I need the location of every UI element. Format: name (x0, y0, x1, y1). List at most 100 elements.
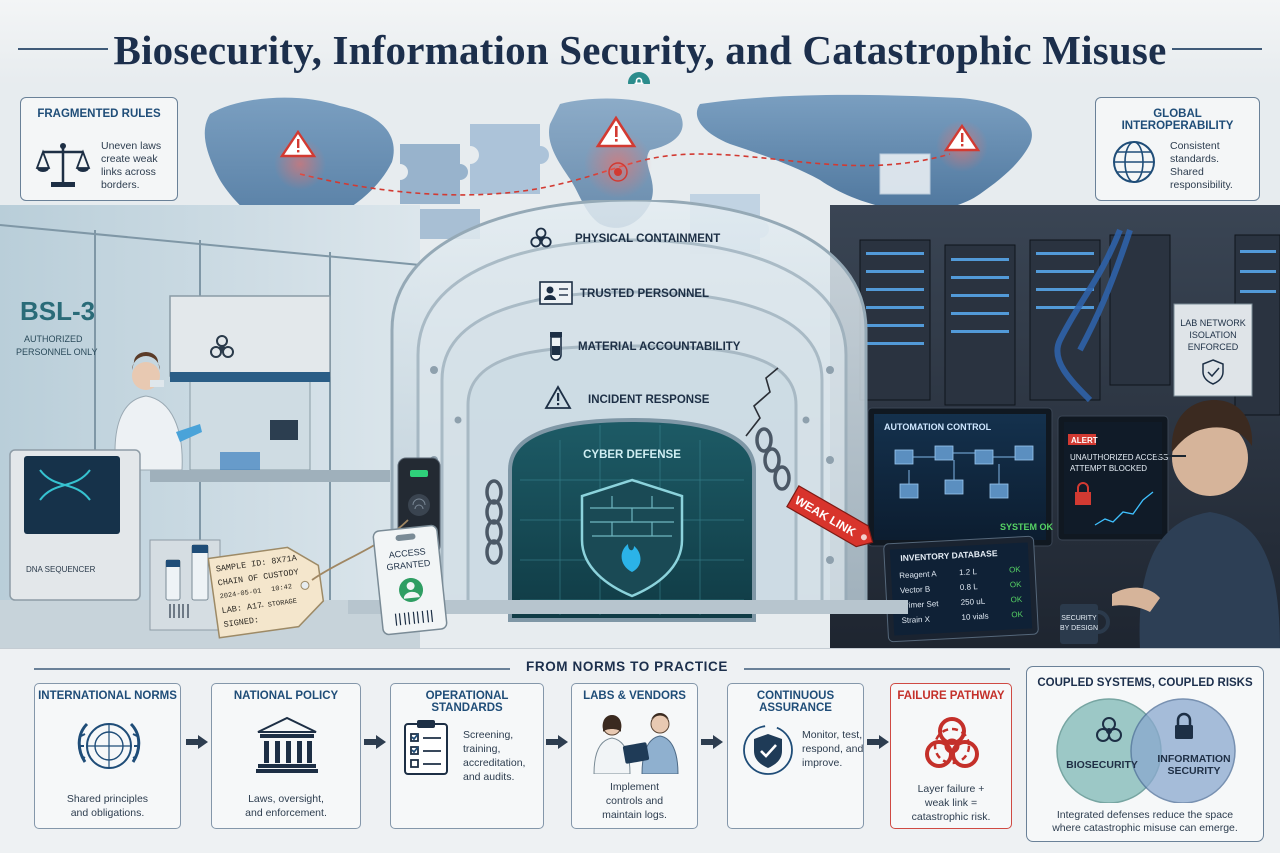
venn-right-label: SECURITY (1167, 765, 1221, 777)
arrow-right-icon (364, 735, 386, 749)
stage-text-line: Shared principles (66, 793, 149, 805)
stage-heading: Continuous Assurance (756, 690, 835, 714)
mug-line: SECURITY (1061, 615, 1097, 622)
inventory-status: OK (1011, 610, 1024, 620)
security-scene: BSL-3 AUTHORIZED PERSONNEL ONLY DNA SEQU… (0, 200, 1280, 650)
scales-icon (35, 143, 91, 187)
inventory-item: Strain X (901, 615, 931, 626)
layer-label: Incident Response (588, 394, 710, 406)
sequencer-label: DNA SEQUENCER (26, 565, 96, 574)
bsl-sub-line: AUTHORIZED (24, 334, 83, 344)
stage-text-line: Laws, oversight, (248, 793, 324, 805)
callout-text-line: borders. (101, 179, 140, 191)
venn-left-label: BIOSECURITY (1066, 759, 1138, 771)
warning-icon (595, 115, 637, 182)
callout-text-line: links across (101, 166, 156, 178)
stage-text-line: Monitor, test, (802, 729, 863, 741)
callout-text-line: responsibility. (1170, 179, 1233, 191)
arrow-right-icon (546, 735, 568, 749)
norms-heading: From Norms to Practice (526, 659, 728, 674)
warning-icon (943, 123, 981, 152)
custody-tag: SAMPLE ID: 8X71A CHAIN OF CUSTODY 2024-0… (207, 546, 325, 639)
venn-diagram (1056, 698, 1236, 803)
inventory-item: Primer Set (901, 599, 940, 610)
stage-international-norms: International Norms Shared principles an… (34, 683, 181, 829)
inventory-status: OK (1010, 595, 1023, 605)
stage-heading: International Norms (38, 690, 177, 702)
biohazard-icon (1096, 717, 1122, 742)
callout-text-line: Uneven laws (101, 140, 162, 152)
un-emblem-icon (77, 722, 141, 769)
automation-title: AUTOMATION CONTROL (884, 422, 992, 432)
stage-text-line: and enforcement. (245, 807, 327, 819)
stage-heading: National Policy (233, 690, 339, 702)
callout-text-line: create weak (101, 153, 158, 165)
server-sign-line: ENFORCED (1188, 342, 1239, 352)
stage-national-policy: National Policy Laws, oversight, and enf… (211, 683, 361, 829)
layer-label: Cyber Defense (583, 449, 681, 461)
callout-fragmented-rules: Fragmented Rules Uneven laws create weak… (20, 97, 178, 201)
inventory-qty: 1.2 L (959, 567, 978, 577)
stage-text-line: controls and (605, 795, 664, 807)
inventory-status: OK (1009, 565, 1022, 575)
layer-label: Physical Containment (575, 233, 720, 245)
stage-heading: Labs & Vendors (583, 690, 686, 702)
coupled-heading: Coupled Systems, Coupled Risks (1037, 677, 1253, 689)
heading-rule-right (744, 668, 1010, 670)
stage-text-line: and obligations. (70, 807, 145, 819)
researchers-icon (593, 713, 679, 774)
stage-continuous-assurance: Continuous Assurance Monitor, test, resp… (727, 683, 864, 829)
warning-icon (544, 385, 572, 409)
stage-text-line: maintain logs. (602, 809, 667, 821)
id-badge-icon (539, 281, 573, 305)
inventory-qty: 250 uL (960, 597, 985, 607)
alert-badge: ALERT (1071, 436, 1098, 445)
mug-line: BY DESIGN (1060, 625, 1098, 632)
checklist-icon (404, 720, 448, 775)
inventory-item: Vector B (900, 585, 931, 596)
custody-time: 10:42 (271, 583, 293, 594)
venn-right-label: INFORMATION (1157, 753, 1231, 765)
stage-text-line: respond, and (802, 743, 864, 755)
lock-icon (1075, 482, 1091, 505)
callout-heading: Fragmented Rules (37, 108, 161, 120)
access-line: ACCESS (388, 546, 426, 560)
stage-text-line: Screening, training, (463, 729, 514, 755)
stage-text-line: Implement (609, 781, 660, 793)
bsl-sub-line: PERSONNEL ONLY (16, 347, 98, 357)
stage-text-line: Layer failure + (917, 783, 985, 795)
stage-text-line: weak link = (924, 797, 978, 809)
globe-icon (1113, 141, 1155, 183)
arrow-right-icon (186, 735, 208, 749)
arrow-right-icon (701, 735, 723, 749)
callout-text-line: standards. (1170, 153, 1220, 165)
callout-global-interoperability: Global Interoperability Consistent stand… (1095, 97, 1260, 201)
server-sign-line: LAB NETWORK (1180, 318, 1246, 328)
biohazard-icon (925, 717, 979, 768)
lock-icon (1175, 712, 1193, 739)
biohazard-icon (530, 227, 552, 248)
stage-labs-vendors: Labs & Vendors Implement controls and ma… (571, 683, 698, 829)
defense-arches (348, 200, 908, 622)
stage-failure-pathway: Failure Pathway Layer failure + weak lin… (890, 683, 1012, 829)
warning-icon (279, 129, 317, 158)
page-title: Biosecurity, Information Security, and C… (113, 27, 1167, 73)
inventory-qty: 10 vials (961, 612, 989, 622)
stage-text-line: and audits. (463, 771, 515, 783)
stage-text-line: accreditation, (463, 757, 526, 769)
government-building-icon (256, 716, 318, 773)
server-sign-line: ISOLATION (1189, 330, 1236, 340)
title-rule-right (1172, 48, 1262, 50)
access-granted-tag: ACCESS GRANTED (372, 524, 448, 636)
alert-line: UNAUTHORIZED ACCESS (1070, 453, 1168, 462)
automation-status: SYSTEM OK (1000, 522, 1054, 532)
stage-operational-standards: Operational Standards Screening, trainin… (390, 683, 544, 829)
custody-signed: SIGNED: (223, 615, 260, 630)
shield-check-icon (1202, 359, 1224, 385)
layer-label: Material Accountability (578, 341, 741, 353)
arrow-right-icon (867, 735, 889, 749)
coupled-systems-panel: Coupled Systems, Coupled Risks BIOSECURI… (1026, 666, 1264, 842)
callout-heading: Global Interoperability (1121, 108, 1234, 132)
biohazard-icon (210, 335, 234, 358)
stage-heading: Failure Pathway (897, 690, 1005, 702)
